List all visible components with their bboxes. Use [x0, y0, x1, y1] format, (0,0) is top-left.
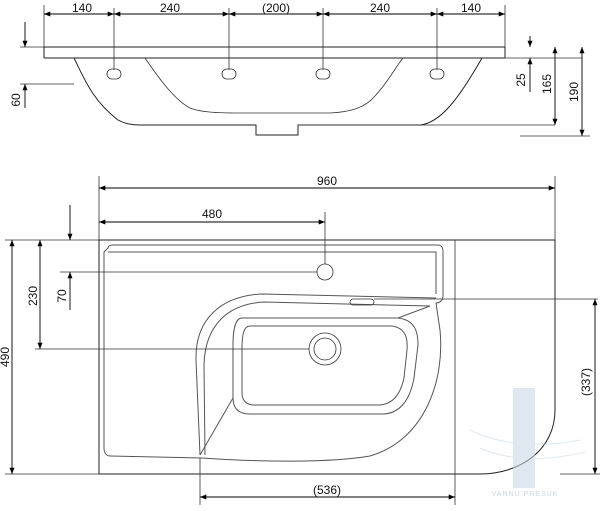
side-view: 140 240 (200) 240 140 60 25 165 190	[9, 1, 590, 137]
drain-inner	[313, 337, 337, 361]
dim-480: 480	[202, 207, 222, 221]
dim-60: 60	[9, 93, 23, 107]
dim-70: 70	[55, 289, 69, 303]
bowl-outer-curve	[195, 293, 437, 456]
dim-190: 190	[567, 82, 581, 102]
dim-240-right: 240	[370, 1, 390, 15]
watermark-text: VANNU PRESUK	[492, 491, 559, 498]
dim-536: (536)	[313, 483, 341, 497]
bowl-inner	[144, 57, 404, 114]
tap-hole-2	[221, 68, 237, 80]
dim-140-right: 140	[461, 1, 481, 15]
watermark-bar	[513, 388, 535, 488]
tap-hole-4	[429, 68, 445, 80]
dim-337: (337)	[579, 368, 593, 396]
bowl-inner-basin	[232, 317, 419, 415]
dim-165: 165	[540, 74, 554, 94]
dim-230: 230	[26, 286, 40, 306]
dim-240-left: 240	[160, 1, 180, 15]
watermark: VANNU PRESUK	[469, 388, 586, 498]
dim-25: 25	[514, 73, 528, 87]
tap-hole	[316, 263, 334, 281]
tap-hole-1	[106, 68, 122, 80]
overflow-slot	[349, 298, 375, 306]
tap-hole-3	[315, 68, 331, 80]
countertop-outline	[98, 239, 556, 475]
dim-200: (200)	[262, 1, 290, 15]
dim-490: 490	[0, 347, 12, 367]
basin-rim	[103, 244, 444, 462]
dim-960: 960	[317, 174, 337, 188]
dim-140-left: 140	[72, 1, 92, 15]
bowl-outline	[73, 57, 483, 136]
plan-view: 960 480 490 230 70 (337) (536)	[0, 174, 600, 505]
